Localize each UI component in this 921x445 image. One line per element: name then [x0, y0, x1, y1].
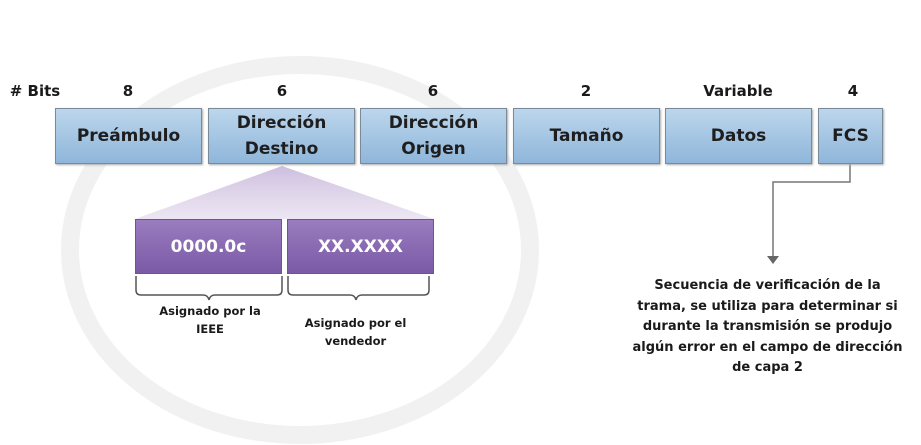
vendor-box: XX.XXXX: [287, 219, 434, 274]
bits-length: 2: [580, 82, 592, 100]
oui-box: 0000.0c: [135, 219, 282, 274]
zoom-triangle: [135, 166, 434, 219]
fcs-connector: [772, 164, 851, 256]
vendor-label: Asignado por el vendedor: [304, 316, 407, 348]
bits-destination: 6: [276, 82, 288, 100]
oui-label: Asignado por la IEEE: [159, 304, 261, 336]
bits-data: Variable: [703, 82, 773, 100]
fcs-description: Secuencia de verificación de la trama, s…: [632, 278, 903, 375]
brace-ieee: [135, 276, 283, 301]
field-destination: Dirección Destino: [208, 108, 355, 164]
bits-fcs: 4: [847, 82, 859, 100]
watermark: [61, 56, 539, 444]
field-data: Datos: [665, 108, 812, 164]
bits-preamble: 8: [122, 82, 134, 100]
field-fcs: FCS: [818, 108, 883, 164]
field-source: Dirección Origen: [360, 108, 507, 164]
bits-header: # Bits: [9, 82, 61, 100]
bits-source: 6: [427, 82, 439, 100]
field-length: Tamaño: [513, 108, 660, 164]
arrow-head-icon: [767, 256, 779, 264]
brace-vendor: [287, 276, 430, 301]
field-preamble: Preámbulo: [55, 108, 202, 164]
